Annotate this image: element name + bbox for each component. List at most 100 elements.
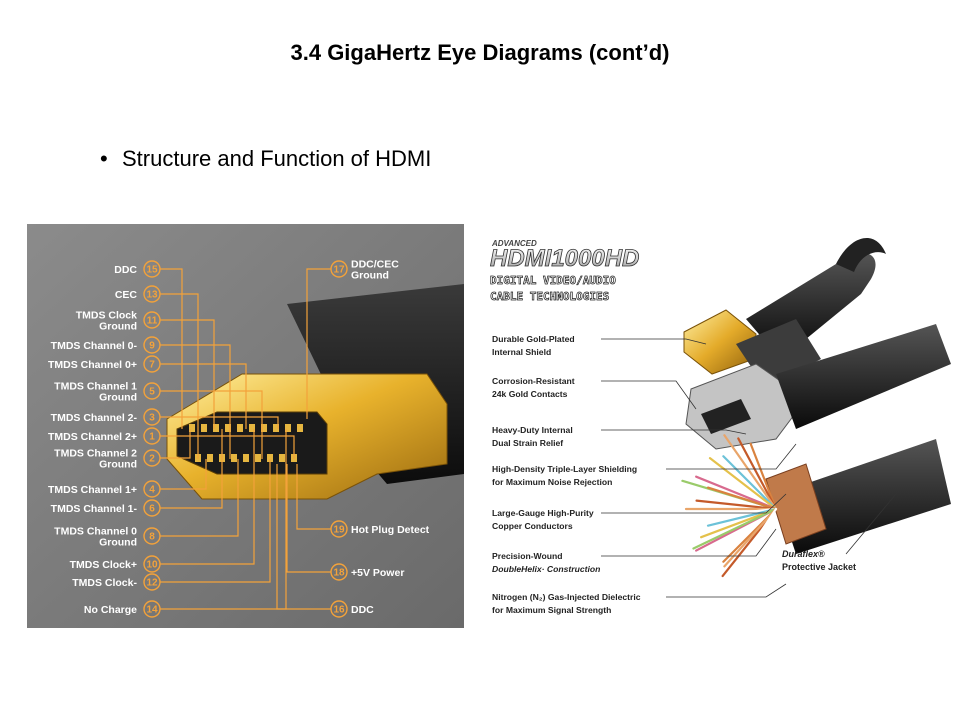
feature-label: DoubleHelix· Construction bbox=[492, 564, 600, 574]
pin-tooth bbox=[207, 454, 213, 462]
pin-tooth bbox=[255, 454, 261, 462]
pin-label: TMDS Channel 2- bbox=[51, 412, 138, 424]
pin-tooth bbox=[285, 424, 291, 432]
pin-number-badge bbox=[143, 499, 161, 517]
pin-wires bbox=[160, 268, 331, 610]
pin-label: Ground bbox=[99, 537, 137, 549]
pin-tooth bbox=[297, 424, 303, 432]
pin-label: DDC/CEC bbox=[351, 259, 399, 271]
pin-number: 3 bbox=[149, 413, 155, 424]
feature-label: Nitrogen (N₂) Gas-Injected Dielectric bbox=[492, 592, 641, 602]
pin-number-badge bbox=[143, 336, 161, 354]
feature-label: Durable Gold-Plated bbox=[492, 334, 575, 344]
pin-number: 8 bbox=[149, 532, 155, 543]
slide-title: 3.4 GigaHertz Eye Diagrams (cont’d) bbox=[290, 40, 670, 65]
pin-label: DDC bbox=[114, 264, 137, 276]
pin-number-badge bbox=[330, 260, 348, 278]
top-cable-hook bbox=[836, 237, 886, 272]
pin-wire bbox=[160, 268, 183, 429]
feature-label: 24k Gold Contacts bbox=[492, 389, 568, 399]
pin-tooth bbox=[249, 424, 255, 432]
pin-label: CEC bbox=[115, 289, 138, 301]
jacket-label-2: Protective Jacket bbox=[782, 562, 856, 572]
conductor-strand bbox=[700, 507, 778, 539]
pin-number: 19 bbox=[333, 525, 345, 536]
jacket-leader bbox=[845, 493, 897, 555]
pin-number-badge bbox=[143, 382, 161, 400]
feature-label: for Maximum Signal Strength bbox=[492, 605, 611, 615]
conductor-strand bbox=[727, 507, 778, 581]
pin-wire bbox=[296, 464, 331, 530]
conductor-strand bbox=[723, 434, 778, 511]
pin-number: 15 bbox=[146, 265, 158, 276]
pin-wire bbox=[160, 429, 223, 509]
pin-number: 1 bbox=[149, 432, 155, 443]
feature-leader bbox=[601, 380, 697, 410]
brand-logo: HDMI1000HD bbox=[490, 245, 639, 272]
feature-label: Copper Conductors bbox=[492, 521, 573, 531]
cable-technology-diagram: ADVANCED HDMI1000HD DIGITAL VIDEO/AUDIO … bbox=[490, 237, 951, 615]
pin-number: 18 bbox=[333, 568, 345, 579]
pin-wire bbox=[160, 344, 231, 459]
conductor-strand bbox=[749, 442, 778, 511]
conductor-strand bbox=[692, 507, 778, 550]
feature-leader bbox=[601, 338, 707, 345]
feature-leader bbox=[601, 528, 777, 557]
pin-label: TMDS Channel 0+ bbox=[48, 359, 137, 371]
pin-wire bbox=[160, 293, 199, 459]
pin-number-badge bbox=[143, 260, 161, 278]
pin-label: TMDS Clock+ bbox=[70, 559, 137, 571]
pin-wire bbox=[160, 435, 295, 459]
brand-subtitle-1: DIGITAL VIDEO/AUDIO bbox=[490, 274, 616, 287]
feature-label: Internal Shield bbox=[492, 347, 551, 357]
pin-label: DDC bbox=[351, 604, 374, 616]
pin-tooth bbox=[231, 454, 237, 462]
feature-label: Heavy-Duty Internal bbox=[492, 425, 573, 435]
feature-leader bbox=[666, 583, 787, 598]
pin-label: +5V Power bbox=[351, 567, 404, 579]
pin-tooth bbox=[189, 424, 195, 432]
feature-leader bbox=[601, 493, 787, 514]
pin-number-badge bbox=[143, 408, 161, 426]
pin-label: TMDS Clock- bbox=[72, 577, 137, 589]
pin-wire bbox=[160, 429, 191, 459]
pin-number: 11 bbox=[147, 316, 158, 327]
pin-wire bbox=[160, 459, 207, 490]
pin-number: 5 bbox=[149, 387, 155, 398]
feature-label: Precision-Wound bbox=[492, 551, 563, 561]
pin-label: Hot Plug Detect bbox=[351, 524, 430, 536]
conductor-strand bbox=[706, 486, 778, 511]
pin-label: TMDS Channel 1+ bbox=[48, 484, 137, 496]
pin-number-badge bbox=[330, 520, 348, 538]
pin-tooth bbox=[273, 424, 279, 432]
pin-tooth bbox=[267, 454, 273, 462]
pin-wire bbox=[160, 459, 239, 537]
pin-tooth bbox=[243, 454, 249, 462]
pin-number-badge bbox=[143, 427, 161, 445]
pin-label: Ground bbox=[99, 392, 137, 404]
pin-label: TMDS Channel 1 bbox=[54, 381, 137, 393]
feature-label: Large-Gauge High-Purity bbox=[492, 508, 594, 518]
jacket-label-1: Duraflex® bbox=[782, 549, 825, 559]
brand-small: ADVANCED bbox=[491, 239, 537, 248]
pin-wire bbox=[160, 363, 247, 429]
pin-label: Ground bbox=[99, 321, 137, 333]
pin-label: TMDS Clock bbox=[76, 310, 137, 322]
pin-number: 7 bbox=[149, 360, 155, 371]
pin-label: Ground bbox=[351, 270, 389, 282]
pin-label: TMDS Channel 1- bbox=[51, 503, 138, 515]
pin-tooth bbox=[225, 424, 231, 432]
feature-leader bbox=[601, 429, 747, 435]
connector-face bbox=[176, 411, 328, 475]
pin-number-badge bbox=[143, 555, 161, 573]
pin-number: 17 bbox=[333, 265, 345, 276]
gold-contacts bbox=[701, 399, 751, 434]
bullet-text: Structure and Function of HDMI bbox=[122, 146, 432, 171]
pin-number: 6 bbox=[149, 504, 155, 515]
pin-wire bbox=[160, 319, 215, 429]
pin-number-badge bbox=[143, 285, 161, 303]
conductor-strand bbox=[708, 457, 778, 511]
